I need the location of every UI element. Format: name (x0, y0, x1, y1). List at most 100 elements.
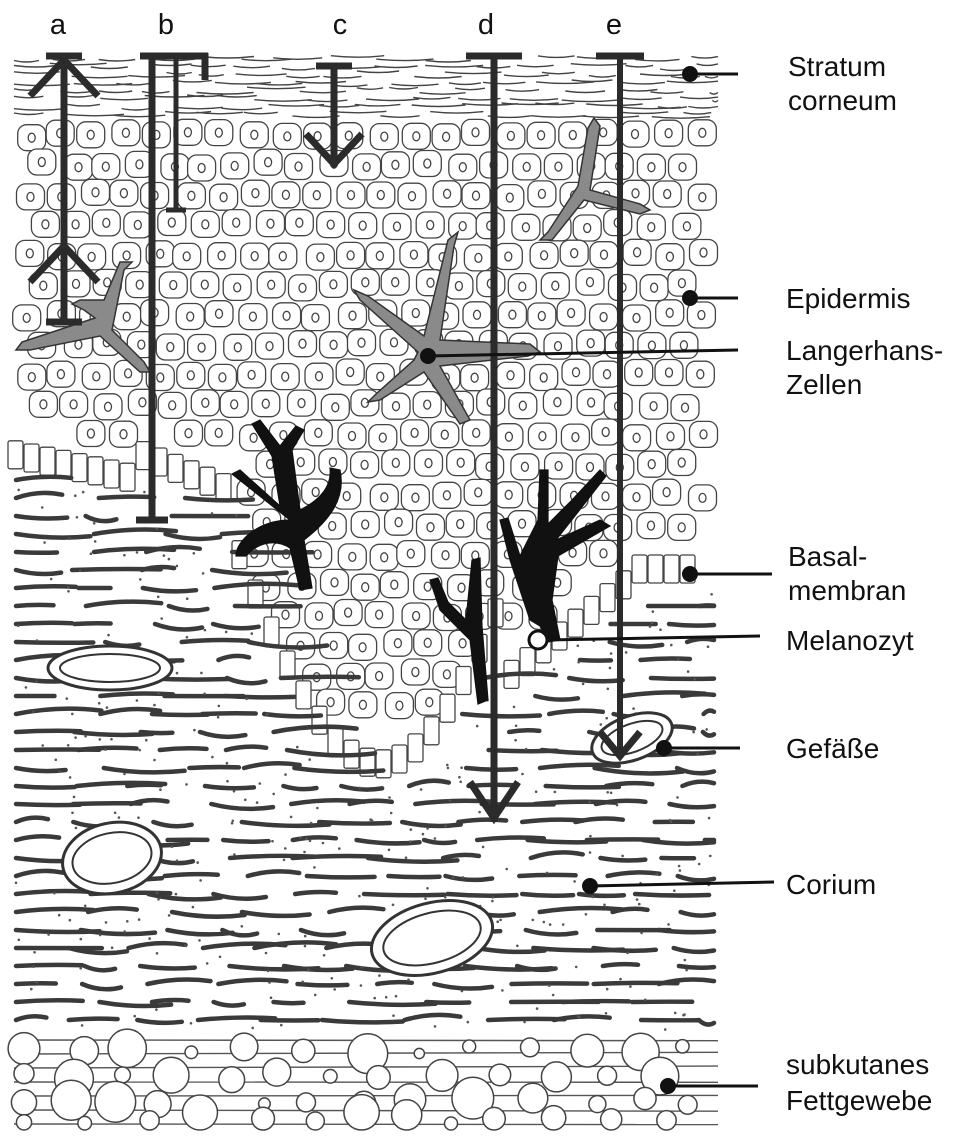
basal-cell (600, 584, 615, 612)
cell-nucleus (455, 282, 462, 291)
corium-fiber (641, 658, 690, 660)
corium-dot (43, 541, 46, 544)
corium-dot (284, 847, 287, 850)
corium-dot (136, 699, 139, 702)
corium-dot (299, 836, 302, 839)
basal-cell (648, 555, 663, 583)
corium-dot (460, 766, 463, 769)
vessel-1-inner (60, 654, 160, 682)
corium-dot (231, 822, 234, 825)
corium-dot (461, 990, 464, 993)
cell-nucleus (376, 672, 383, 681)
corium-fiber (99, 497, 154, 498)
cell-nucleus (233, 218, 240, 227)
corium-dot (32, 710, 35, 713)
corium-dot (225, 631, 228, 634)
corium-dot (53, 892, 56, 895)
corium-dot (707, 645, 710, 648)
corium-dot (30, 988, 33, 991)
corium-dot (68, 537, 71, 540)
cell-nucleus (279, 252, 286, 261)
corium-fiber (140, 966, 195, 968)
basal-cell (200, 467, 215, 495)
cell-nucleus (125, 369, 132, 378)
corium-dot (606, 791, 609, 794)
corium-dot (667, 923, 670, 926)
corium-dot (676, 796, 679, 799)
corium-dot (605, 717, 608, 720)
corium-dot (515, 725, 518, 728)
corium-dot (17, 625, 20, 628)
corium-fiber (700, 605, 714, 606)
corium-dot (272, 793, 275, 796)
melanozyt-marker-cell (529, 631, 547, 649)
label-stratum-corneum-line1: Stratum (788, 51, 886, 82)
cell-nucleus (40, 281, 47, 290)
corium-dot (71, 713, 74, 716)
fat-cell (185, 1046, 198, 1059)
cell-nucleus (540, 373, 547, 382)
cell-nucleus (699, 128, 706, 137)
basal-cell (664, 555, 679, 583)
corium-dot (33, 951, 36, 954)
cell-nucleus (361, 398, 368, 407)
cell-nucleus (231, 161, 238, 170)
cell-nucleus (40, 400, 47, 409)
cell-nucleus (424, 400, 431, 409)
corium-dot (636, 898, 639, 901)
cell-nucleus (327, 698, 334, 707)
cell-nucleus (411, 428, 418, 437)
corium-dot (67, 586, 70, 589)
corium-fiber (682, 694, 714, 696)
corium-dot (600, 723, 603, 726)
cell-nucleus (392, 278, 399, 287)
corium-fiber (295, 892, 336, 894)
corium-dot (304, 945, 307, 948)
label-langerhans-line1: Langerhans- (786, 335, 943, 366)
corium-dot (136, 551, 139, 554)
cell-nucleus (231, 400, 238, 409)
cell-nucleus (538, 189, 545, 198)
cell-nucleus (28, 373, 35, 382)
corium-dot (308, 758, 311, 761)
corium-dot (74, 736, 77, 739)
fat-cell (153, 1057, 189, 1093)
corium-dot (692, 731, 695, 734)
cell-nucleus (343, 492, 350, 501)
corium-dot (160, 617, 163, 620)
corium-dot (434, 1025, 437, 1028)
cell-nucleus (522, 223, 529, 232)
corium-dot (679, 869, 682, 872)
cell-nucleus (216, 309, 223, 318)
corium-dot (193, 729, 196, 732)
cell-nucleus (539, 432, 546, 441)
cell-nucleus (123, 251, 130, 260)
corium-dot (309, 840, 312, 843)
cell-nucleus (87, 429, 94, 438)
corium-dot (32, 965, 35, 968)
cell-nucleus (136, 280, 143, 289)
corium-dot (50, 578, 53, 581)
fat-cell (445, 1117, 458, 1130)
cell-nucleus (198, 343, 205, 352)
cell-nucleus (635, 368, 642, 377)
corium-dot (93, 522, 96, 525)
cell-nucleus (134, 220, 141, 229)
corium-fiber (16, 623, 72, 624)
cell-nucleus (650, 402, 657, 411)
corium-dot (409, 840, 412, 843)
corium-dot (523, 1021, 526, 1024)
cell-nucleus (359, 221, 366, 230)
corium-dot (138, 749, 141, 752)
cell-nucleus (381, 132, 388, 141)
corium-dot (655, 873, 658, 876)
corium-dot (159, 788, 162, 791)
corium-dot (659, 628, 662, 631)
corium-dot (15, 882, 18, 885)
cell-nucleus (393, 402, 400, 411)
corium-dot (338, 847, 341, 850)
corium-fiber (78, 748, 136, 750)
corium-fiber (307, 876, 375, 877)
corium-fiber (319, 822, 390, 824)
cell-nucleus (699, 193, 706, 202)
